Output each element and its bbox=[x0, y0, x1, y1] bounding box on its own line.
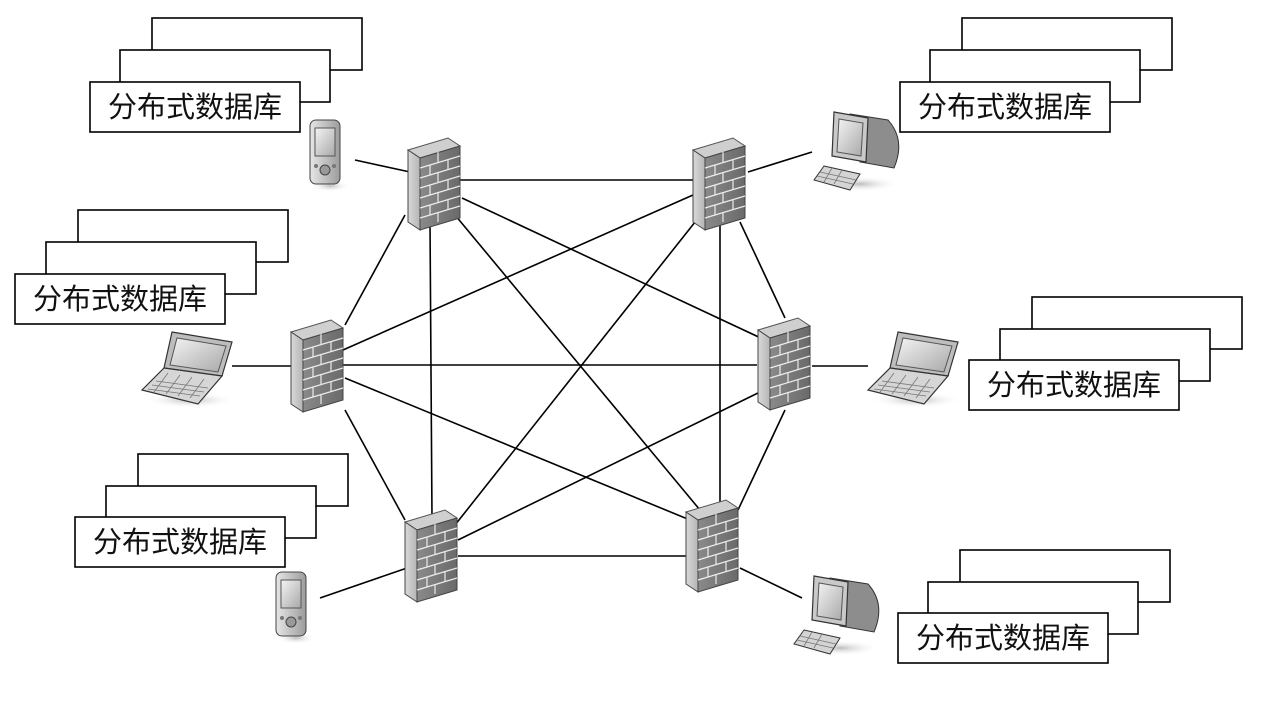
database-label: 分布式数据库 bbox=[916, 621, 1090, 655]
database-stack-top-left: 分布式数据库 bbox=[89, 17, 363, 133]
link-tl-ml bbox=[344, 214, 406, 326]
laptop-icon bbox=[141, 331, 237, 409]
desktop-icon bbox=[793, 575, 881, 657]
firewall-icon bbox=[757, 317, 811, 411]
link-ml-bl bbox=[344, 409, 406, 521]
desktop-icon bbox=[813, 111, 901, 193]
firewalls bbox=[290, 137, 811, 603]
link-tl-bl bbox=[429, 221, 433, 519]
database-label: 分布式数据库 bbox=[33, 282, 207, 316]
link-device-bl bbox=[319, 567, 408, 599]
pda-icon bbox=[309, 119, 351, 193]
devices bbox=[141, 111, 963, 657]
pda-icon bbox=[275, 571, 317, 645]
database-label: 分布式数据库 bbox=[987, 368, 1161, 402]
firewall-icon bbox=[290, 319, 344, 413]
database-stack-bottom-right: 分布式数据库 bbox=[897, 549, 1171, 664]
link-ml-br bbox=[344, 377, 691, 521]
link-tl-br bbox=[454, 214, 701, 511]
link-device-tl bbox=[354, 159, 411, 173]
mesh-links bbox=[342, 179, 786, 557]
link-device-tr bbox=[747, 151, 813, 173]
database-stack-top-right: 分布式数据库 bbox=[899, 17, 1173, 133]
link-mr-br bbox=[737, 409, 786, 511]
database-stack-bottom-left: 分布式数据库 bbox=[74, 453, 349, 568]
link-tr-ml bbox=[342, 194, 694, 351]
firewall-icon bbox=[407, 137, 461, 231]
firewall-icon bbox=[685, 499, 739, 593]
link-device-br bbox=[739, 567, 803, 599]
database-label: 分布式数据库 bbox=[93, 525, 267, 559]
database-label: 分布式数据库 bbox=[918, 90, 1092, 124]
link-tr-mr bbox=[739, 221, 786, 319]
database-label: 分布式数据库 bbox=[108, 90, 282, 124]
database-stack-mid-left: 分布式数据库 bbox=[14, 209, 289, 325]
firewall-icon bbox=[404, 509, 458, 603]
link-tl-mr bbox=[461, 197, 766, 341]
laptop-icon bbox=[867, 331, 963, 409]
link-bl-mr bbox=[457, 391, 761, 541]
database-stack-mid-right: 分布式数据库 bbox=[968, 296, 1243, 411]
device-links bbox=[232, 151, 868, 599]
link-tr-bl bbox=[454, 211, 704, 526]
firewall-icon bbox=[692, 137, 746, 231]
